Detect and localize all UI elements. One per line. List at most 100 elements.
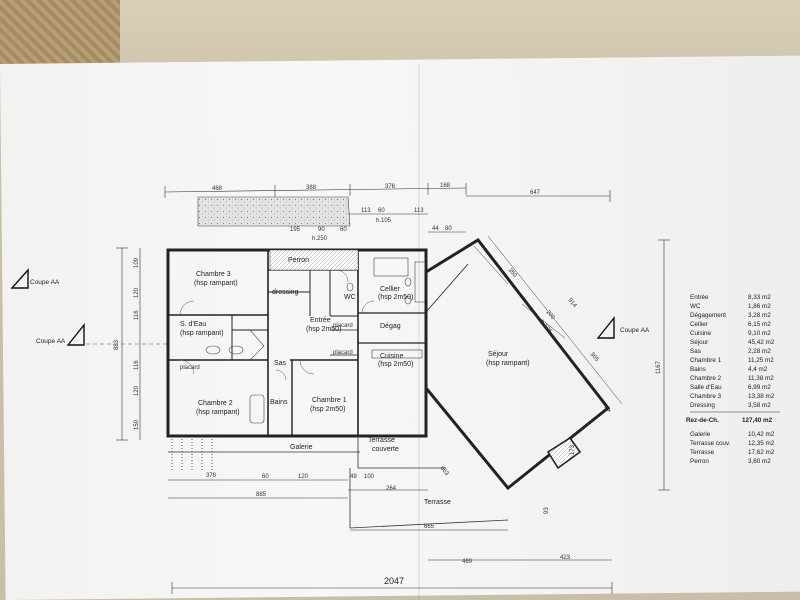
wicker-basket bbox=[0, 0, 130, 72]
coupe-label-left: Coupe AA bbox=[36, 338, 66, 345]
room-cellier-sub: (hsp 2m50) bbox=[378, 294, 413, 301]
dim-116-l2: 116 bbox=[134, 360, 140, 370]
room-chambre1-sub: (hsp 2m50) bbox=[310, 406, 345, 413]
area-row-12-name: Dressing bbox=[690, 402, 715, 409]
right-dimension bbox=[658, 239, 670, 491]
dim-60-bot: 60 bbox=[262, 474, 269, 480]
dim-120-l: 120 bbox=[134, 287, 140, 298]
area-row-0-name: Entrée bbox=[690, 294, 709, 301]
dim-2047: 2047 bbox=[384, 576, 404, 586]
room-cuisine: Cuisine bbox=[380, 353, 403, 360]
terraces bbox=[168, 436, 509, 529]
dim-378: 378 bbox=[206, 473, 217, 479]
extra-row-1-value: 12,35 m2 bbox=[748, 440, 775, 447]
room-galerie: Galerie bbox=[290, 444, 313, 451]
area-row-6-name: Sas bbox=[690, 348, 701, 355]
dim-113-b: 113 bbox=[414, 208, 424, 214]
area-row-11-value: 13,38 m2 bbox=[748, 393, 775, 400]
dim-150-l: 150 bbox=[134, 419, 140, 430]
dim-116-l: 116 bbox=[134, 310, 140, 320]
dim-120-bot: 120 bbox=[298, 474, 309, 480]
area-row-8-name: Bains bbox=[690, 366, 706, 373]
dim-388: 388 bbox=[306, 185, 317, 191]
area-row-5-value: 45,42 m2 bbox=[748, 339, 775, 346]
area-row-10-value: 6,99 m2 bbox=[748, 384, 771, 391]
room-cellier: Cellier bbox=[380, 286, 401, 293]
area-row-0-value: 8,33 m2 bbox=[748, 294, 771, 301]
room-chambre3-sub: (hsp rampant) bbox=[194, 280, 238, 287]
dim-h105-top: h.105 bbox=[376, 218, 392, 224]
room-terrasse-couverte: Terrasse bbox=[368, 437, 395, 444]
dim-80: 80 bbox=[445, 226, 452, 232]
room-sas: Sas bbox=[274, 360, 287, 367]
dim-109: 109 bbox=[134, 257, 140, 268]
area-row-3-value: 6,15 m2 bbox=[748, 321, 771, 328]
paper-fold bbox=[418, 64, 420, 600]
area-row-7-name: Chambre 1 bbox=[690, 357, 722, 364]
area-row-2-name: Dégagement bbox=[690, 312, 726, 319]
room-chambre1: Chambre 1 bbox=[312, 397, 347, 404]
room-bains: Bains bbox=[270, 399, 288, 406]
room-perron: Perron bbox=[288, 257, 309, 264]
extra-row-2-value: 17,62 m2 bbox=[748, 449, 775, 456]
dim-90: 90 bbox=[318, 227, 325, 233]
coupe-marker-top bbox=[10, 268, 29, 289]
dim-168: 168 bbox=[440, 183, 451, 189]
area-row-7-value: 11,25 m2 bbox=[748, 357, 774, 364]
extra-row-0-name: Galerie bbox=[690, 431, 711, 438]
room-wc: WC bbox=[344, 294, 356, 301]
extra-row-2-name: Terrasse bbox=[690, 449, 715, 456]
area-row-5-name: Séjour bbox=[690, 339, 708, 346]
room-sejour: Séjour bbox=[488, 351, 509, 358]
top-dimension-chain bbox=[164, 183, 611, 233]
dim-h250: h.250 bbox=[312, 236, 328, 242]
room-chambre2: Chambre 2 bbox=[198, 400, 233, 407]
extra-row-3-value: 3,60 m2 bbox=[748, 458, 771, 465]
bottom-dimension-chain bbox=[168, 479, 613, 594]
area-total-name: Rez-de-Ch. bbox=[686, 417, 719, 424]
dim-663: 663 bbox=[438, 465, 449, 477]
room-entree: Entrée bbox=[310, 317, 331, 324]
fireplace bbox=[546, 436, 582, 470]
dim-44: 44 bbox=[432, 226, 439, 232]
room-placard-2: placard bbox=[333, 350, 353, 356]
room-terrasse-couverte-sub: couverte bbox=[372, 446, 399, 453]
dim-469: 469 bbox=[462, 559, 473, 565]
dim-665: 665 bbox=[424, 524, 435, 530]
area-table: Entrée 8,33 m2 WC 1,86 m2 Dégagement 3,2… bbox=[686, 294, 780, 465]
area-row-8-value: 4,4 m2 bbox=[748, 366, 768, 373]
coupe-label-top: Coupe AA bbox=[30, 279, 60, 286]
gravel-area bbox=[197, 196, 351, 227]
area-row-10-name: Salle d'Eau bbox=[690, 384, 722, 391]
area-row-1-value: 1,86 m2 bbox=[748, 303, 771, 310]
dim-376: 376 bbox=[385, 184, 396, 190]
room-seau-sub: (hsp rampant) bbox=[180, 330, 224, 337]
dim-200-d: 200 bbox=[544, 309, 555, 321]
room-terrasse: Terrasse bbox=[424, 499, 451, 506]
room-seau: S. d'Eau bbox=[180, 321, 206, 328]
dim-885: 885 bbox=[256, 492, 267, 498]
dim-264: 264 bbox=[386, 486, 397, 492]
dim-100: 100 bbox=[364, 474, 375, 480]
room-placard-1: placard bbox=[333, 323, 353, 329]
dim-914: 914 bbox=[566, 297, 577, 309]
room-cuisine-sub: (hsp 2m50) bbox=[378, 361, 413, 368]
dim-647: 647 bbox=[530, 190, 541, 196]
door-arcs bbox=[179, 269, 375, 381]
extra-row-0-value: 10,42 m2 bbox=[748, 431, 775, 438]
dim-49: 49 bbox=[350, 474, 357, 480]
extra-row-3-name: Perron bbox=[690, 458, 709, 465]
dim-468: 468 bbox=[212, 186, 223, 192]
coupe-marker-right bbox=[596, 316, 615, 339]
area-row-4-name: Cuisine bbox=[690, 330, 711, 337]
area-row-1-name: WC bbox=[690, 303, 701, 310]
diagonal-dims bbox=[473, 235, 623, 405]
room-placard-3: placard bbox=[180, 365, 200, 371]
dim-350: 350 bbox=[506, 267, 517, 279]
dim-173: 173 bbox=[570, 444, 576, 455]
area-total-value: 127,40 m2 bbox=[742, 417, 773, 424]
dim-195: 195 bbox=[290, 227, 301, 233]
area-row-4-value: 9,10 m2 bbox=[748, 330, 771, 337]
area-row-11-name: Chambre 3 bbox=[690, 393, 722, 400]
